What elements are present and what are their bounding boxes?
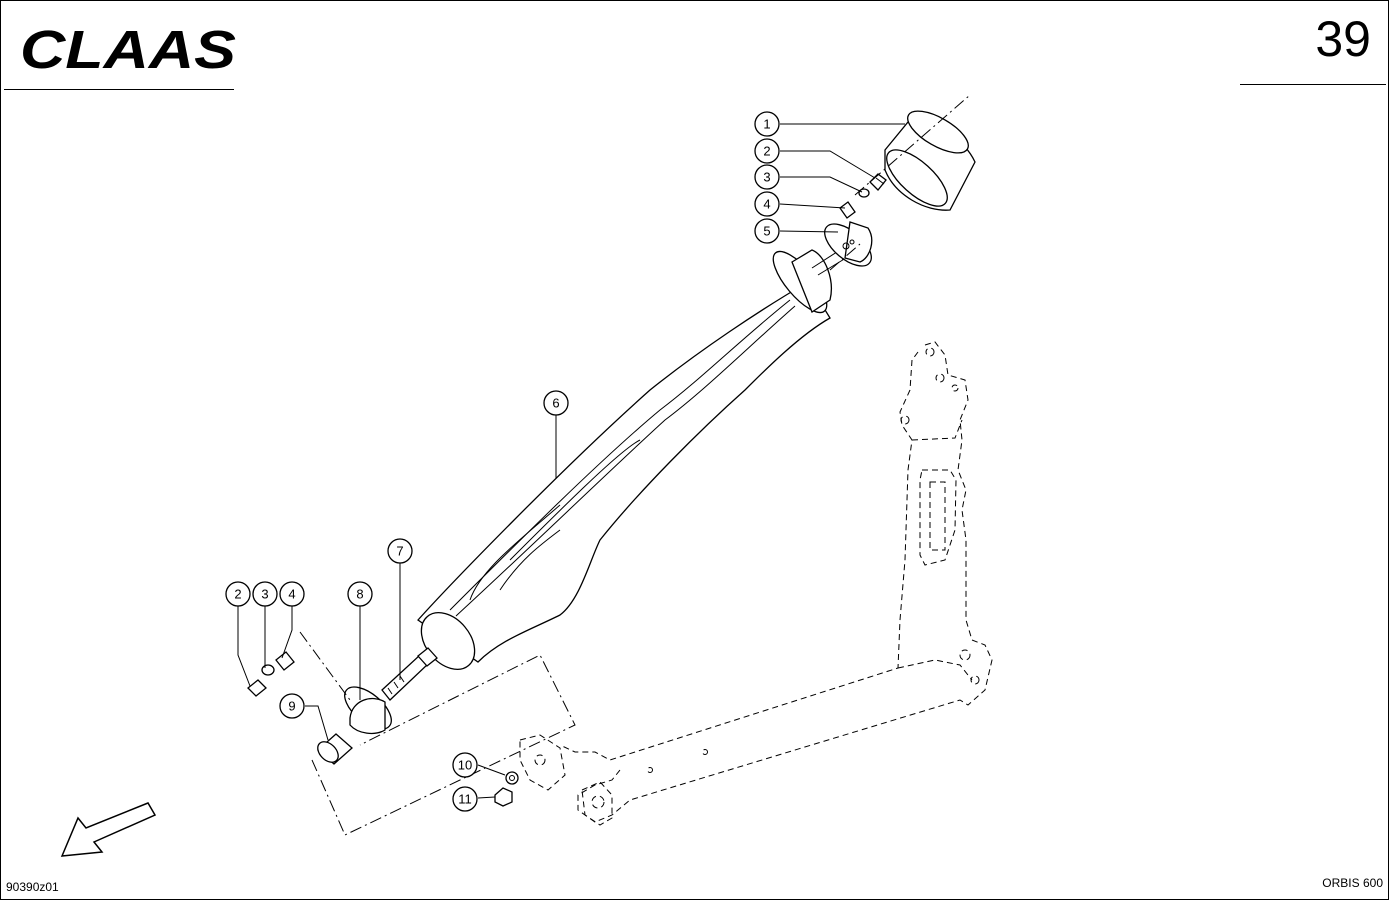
callout-5: 5 (754, 218, 780, 244)
svg-text:2: 2 (234, 587, 241, 602)
axis-mid (829, 243, 861, 271)
part-8-flange-bottom (344, 686, 392, 735)
svg-text:9: 9 (288, 699, 295, 714)
svg-text:11: 11 (458, 792, 472, 807)
model-label: ORBIS 600 (1322, 876, 1383, 890)
svg-text:7: 7 (396, 544, 403, 559)
header-rule-left (4, 89, 234, 90)
callout-7: 7 (387, 538, 413, 564)
svg-text:5: 5 (763, 224, 770, 239)
assembly-lines-bottom (299, 631, 576, 836)
callout-2-bottom: 2 (225, 581, 251, 607)
callout-2-top: 2 (754, 138, 780, 164)
callout-6: 6 (543, 390, 569, 416)
svg-text:4: 4 (288, 587, 295, 602)
callout-8: 8 (347, 581, 373, 607)
part-2-bolt-bottom (247, 679, 267, 697)
part-7-bolt (381, 647, 438, 701)
svg-text:3: 3 (763, 170, 770, 185)
header-rule-right (1240, 84, 1386, 85)
callout-1: 1 (754, 111, 780, 137)
svg-text:1: 1 (763, 117, 770, 132)
drawing-code: 90390z01 (6, 880, 59, 894)
part-1-sleeve (884, 110, 976, 211)
part-5-flange-top (824, 221, 873, 267)
svg-text:10: 10 (458, 758, 472, 773)
part-10-washer (505, 771, 519, 785)
callout-10: 10 (452, 752, 478, 778)
part-3-washer-bottom (261, 664, 275, 676)
callout-11: 11 (452, 786, 478, 812)
leader-lines (237, 123, 905, 799)
svg-text:8: 8 (356, 587, 363, 602)
svg-text:4: 4 (763, 197, 770, 212)
frame-outline (519, 341, 993, 826)
part-4-spacer-bottom (275, 651, 295, 671)
callout-3-top: 3 (754, 164, 780, 190)
callout-4-top: 4 (754, 191, 780, 217)
arrow-icon (60, 802, 157, 857)
brand-logo-text: CLAAS (20, 20, 236, 76)
svg-text:2: 2 (763, 144, 770, 159)
svg-text:6: 6 (552, 396, 559, 411)
page-number: 39 (1315, 11, 1371, 67)
part-6-tube (417, 249, 847, 670)
callout-4-bottom: 4 (279, 581, 305, 607)
claas-logo: CLAAS (20, 20, 236, 76)
callout-3-bottom: 3 (252, 581, 278, 607)
callout-9: 9 (279, 693, 305, 719)
part-4-spacer-top (839, 201, 856, 219)
part-11-nut (494, 787, 513, 807)
svg-text:3: 3 (261, 587, 268, 602)
part-3-washer-top (858, 188, 870, 198)
part-9-bushing (317, 733, 353, 765)
axis-top (854, 94, 971, 196)
